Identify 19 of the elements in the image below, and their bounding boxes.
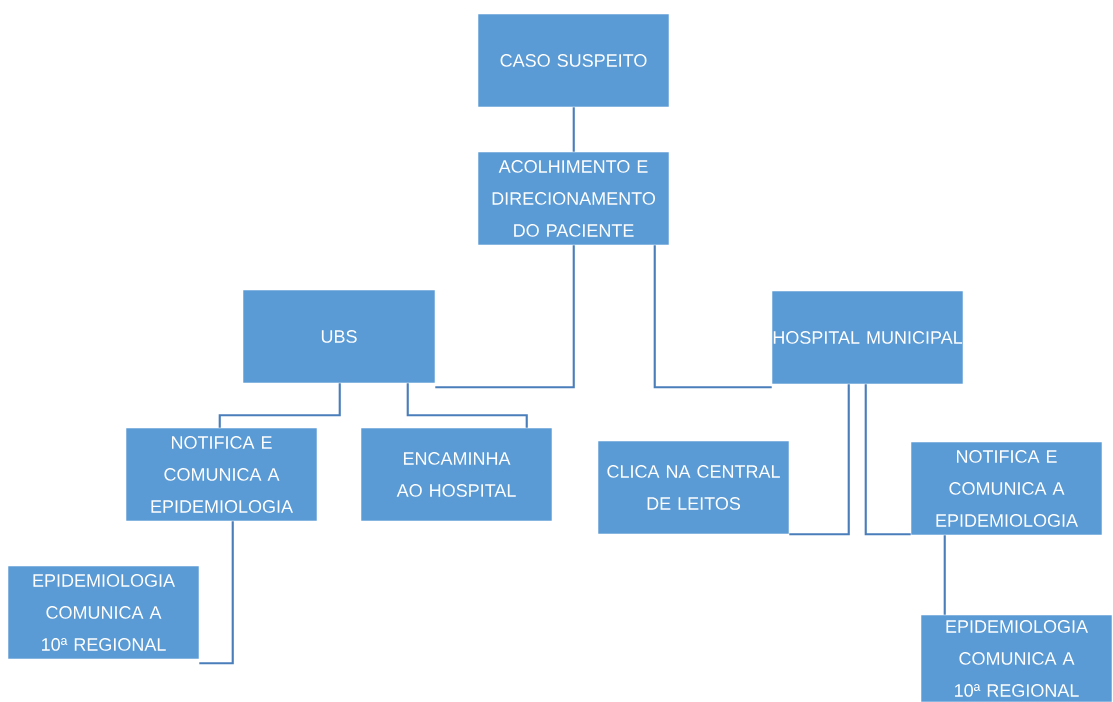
- process-box: ENCAMINHA AO HOSPITAL: [360, 427, 553, 522]
- process-box: UBS: [242, 289, 436, 384]
- process-box: CLICA NA CENTRAL DE LEITOS: [597, 440, 790, 535]
- process-box: ACOLHIMENTO E DIRECIONAMENTO DO PACIENTE: [477, 151, 670, 246]
- process-box: NOTIFICA E COMUNICA A EPIDEMIOLOGIA: [125, 427, 318, 522]
- process-box: EPIDEMIOLOGIA COMUNICA A 10ª REGIONAL: [920, 614, 1113, 702]
- process-box: CASO SUSPEITO: [477, 13, 670, 108]
- process-box: HOSPITAL MUNICIPAL: [771, 290, 964, 385]
- connector-line: [789, 384, 850, 536]
- connector-line: [864, 384, 911, 536]
- connector-line: [435, 245, 575, 389]
- process-box: EPIDEMIOLOGIA COMUNICA A 10ª REGIONAL: [7, 565, 200, 660]
- connector-line: [653, 245, 772, 389]
- connector-line: [406, 383, 528, 428]
- connector-line: [572, 107, 575, 152]
- process-box: NOTIFICA E COMUNICA A EPIDEMIOLOGIA: [910, 441, 1103, 536]
- connector-line: [218, 383, 341, 428]
- connector-line: [943, 535, 946, 615]
- connector-line: [199, 521, 234, 665]
